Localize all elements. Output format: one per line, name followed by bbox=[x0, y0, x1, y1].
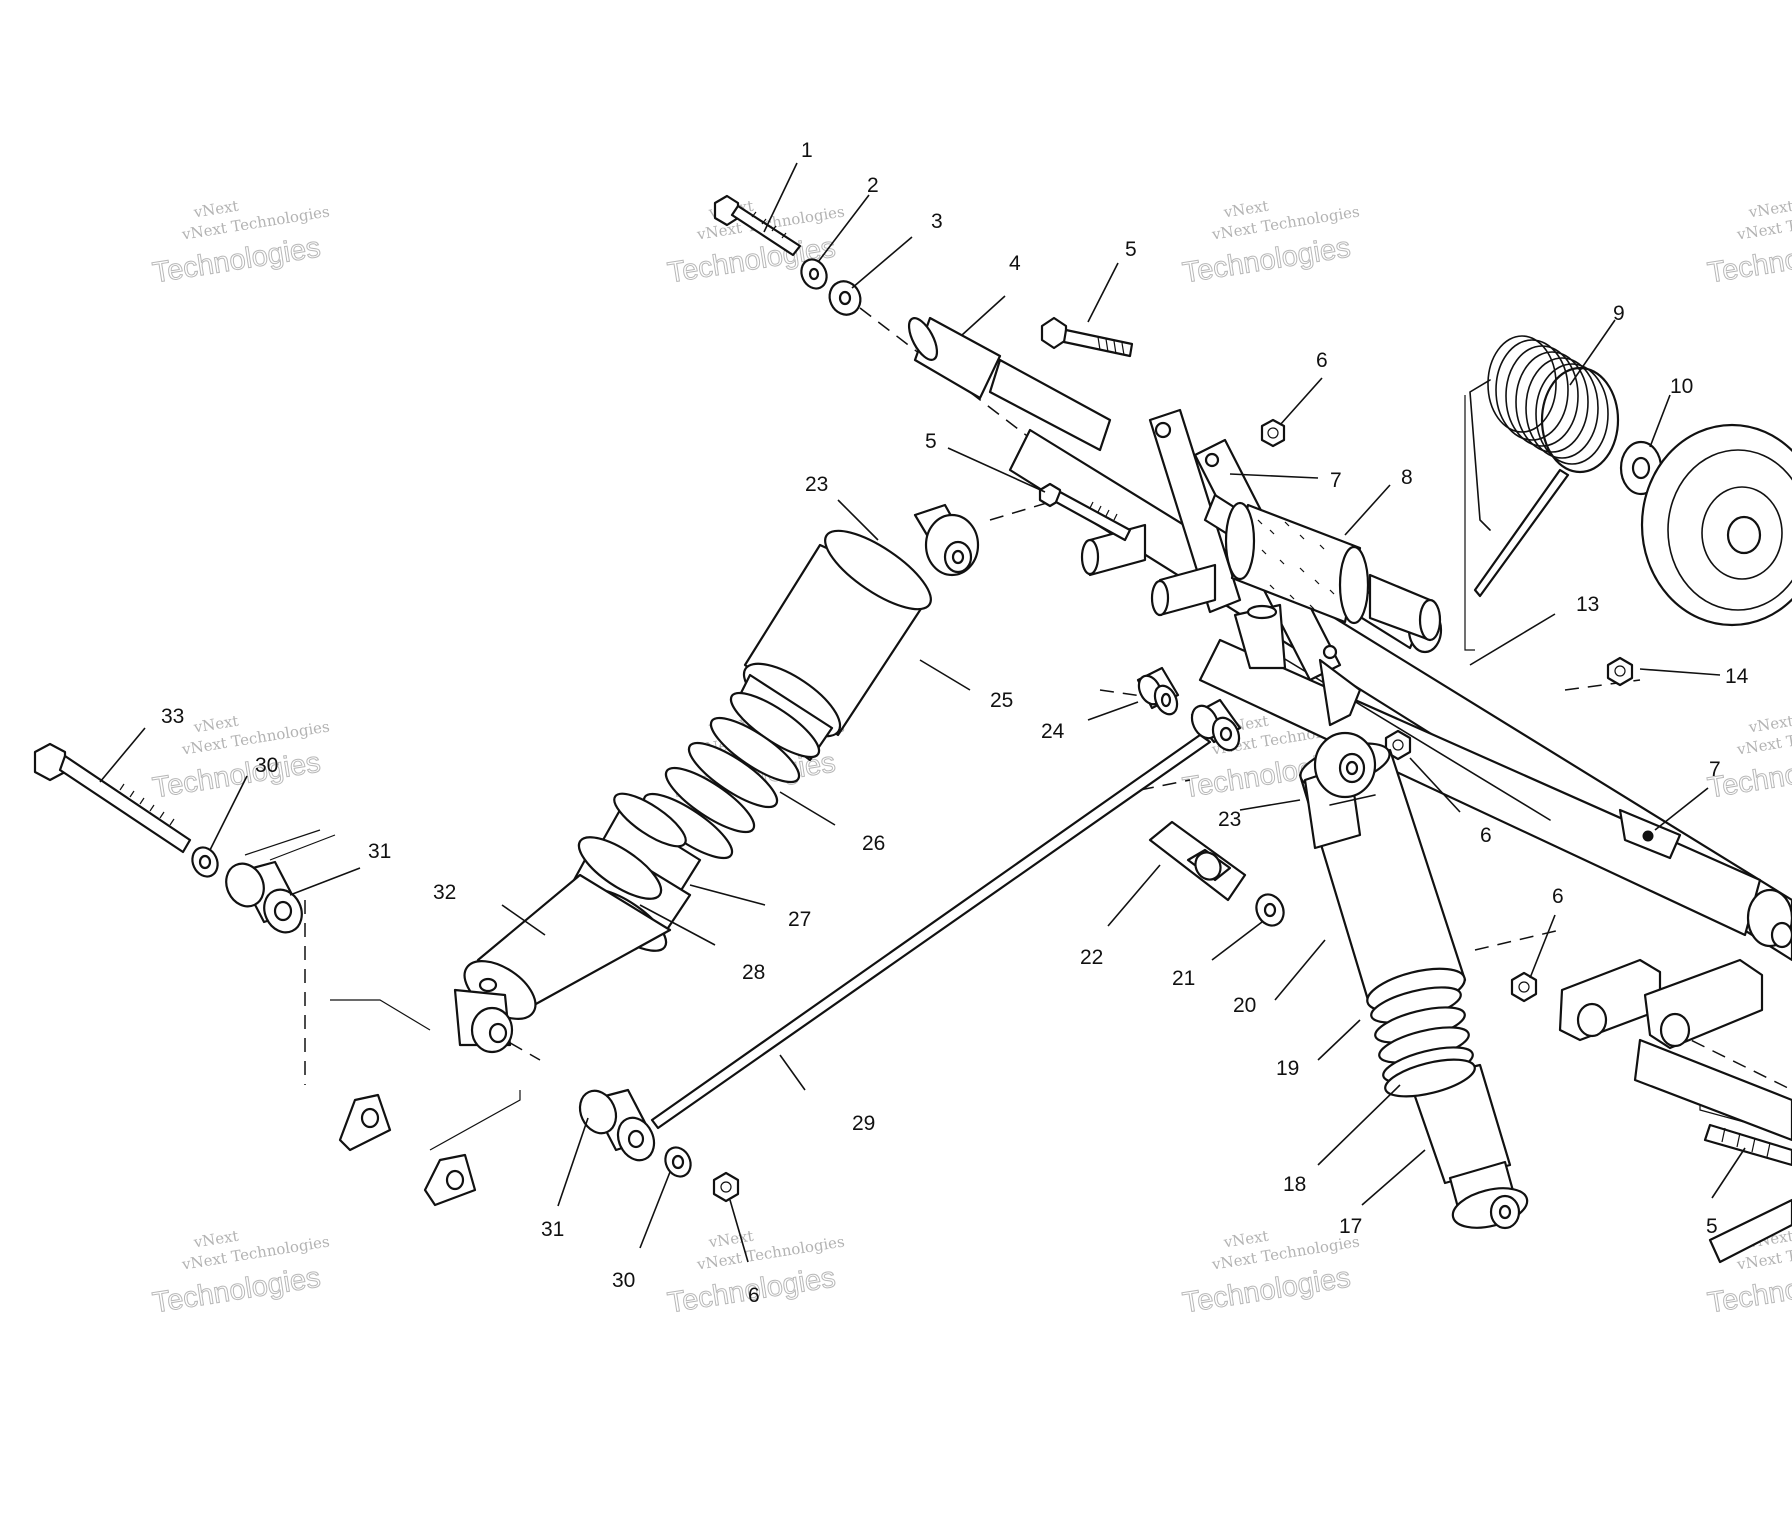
callout-17: 17 bbox=[1339, 1215, 1362, 1238]
bushing-24 bbox=[1136, 666, 1180, 716]
svg-text:Technologies: Technologies bbox=[1180, 231, 1352, 289]
callout-30-right: 30 bbox=[612, 1269, 635, 1292]
callout-7-upper: 7 bbox=[1330, 469, 1342, 492]
callout-5-middle: 5 bbox=[925, 430, 937, 453]
callout-21: 21 bbox=[1172, 967, 1195, 990]
bolt-5-lower-right bbox=[1703, 1123, 1792, 1264]
washer-21 bbox=[1255, 893, 1285, 927]
watermark: vNext vNext Technologies Technologies bbox=[1705, 712, 1792, 805]
callout-31-right: 31 bbox=[541, 1218, 564, 1241]
nut-6-right bbox=[1510, 971, 1538, 1003]
bolt-5-middle bbox=[1038, 482, 1132, 542]
watermark: vNext vNext Technologies Technologies bbox=[150, 197, 331, 290]
callout-24: 24 bbox=[1041, 720, 1065, 743]
callout-26: 26 bbox=[862, 832, 885, 855]
callout-23-front: 23 bbox=[1218, 808, 1241, 831]
bolt-33 bbox=[33, 742, 192, 854]
front-shock bbox=[1298, 731, 1529, 1230]
callout-27: 27 bbox=[788, 908, 811, 931]
rear-shock bbox=[453, 503, 980, 1054]
idler-wheel bbox=[1619, 423, 1792, 627]
callout-2: 2 bbox=[867, 174, 879, 197]
bushing-31-left bbox=[225, 829, 336, 934]
nut-6-upper bbox=[1260, 418, 1286, 448]
callout-6-right: 6 bbox=[1552, 885, 1564, 908]
callout-29: 29 bbox=[852, 1112, 875, 1135]
callout-19: 19 bbox=[1276, 1057, 1299, 1080]
callout-4: 4 bbox=[1009, 252, 1021, 275]
callout-23-rear: 23 bbox=[805, 473, 828, 496]
callout-6-upper: 6 bbox=[1316, 349, 1328, 372]
callout-31-left: 31 bbox=[368, 840, 391, 863]
svg-text:Technologies: Technologies bbox=[1180, 1261, 1352, 1319]
flat-washer-3 bbox=[828, 280, 862, 316]
top-bolt-1 bbox=[713, 194, 802, 257]
washer-30-left bbox=[191, 846, 219, 878]
nut-6-lower bbox=[712, 1171, 740, 1203]
callout-13: 13 bbox=[1576, 593, 1599, 616]
torsion-spring bbox=[1469, 335, 1620, 598]
sleeve-texture bbox=[1257, 519, 1335, 610]
tube-sleeve bbox=[1224, 501, 1442, 642]
lock-washer-2 bbox=[800, 258, 828, 290]
callout-30-left: 30 bbox=[255, 754, 278, 777]
callout-9: 9 bbox=[1613, 302, 1625, 325]
callout-1: 1 bbox=[801, 139, 813, 162]
washer-30-right bbox=[664, 1146, 692, 1178]
rear-link-bracket bbox=[1558, 958, 1792, 1142]
callout-25: 25 bbox=[990, 689, 1013, 712]
callout-33: 33 bbox=[161, 705, 184, 728]
spacer-22 bbox=[1148, 820, 1247, 902]
watermark: vNext vNext Technologies Technologies bbox=[1180, 197, 1361, 290]
callout-6-lower: 6 bbox=[748, 1284, 760, 1307]
bushing-31-right bbox=[578, 1088, 656, 1162]
callout-20: 20 bbox=[1233, 994, 1256, 1017]
rear-shock-spring bbox=[642, 691, 821, 860]
watermark: vNext vNext Technologies Technologies bbox=[150, 1227, 331, 1320]
part-callouts: 1 2 3 4 5 5 5 6 6 6 6 7 7 8 9 10 13 14 1… bbox=[161, 139, 1749, 1307]
bolt-5-upper bbox=[1040, 316, 1134, 358]
callout-8: 8 bbox=[1401, 466, 1413, 489]
callout-10: 10 bbox=[1670, 375, 1693, 398]
svg-text:Technologies: Technologies bbox=[150, 231, 322, 289]
callout-5-upper: 5 bbox=[1125, 238, 1137, 261]
callout-6-mid: 6 bbox=[1480, 824, 1492, 847]
bracket-left-lower bbox=[338, 1093, 477, 1207]
callout-32: 32 bbox=[433, 881, 456, 904]
callout-28: 28 bbox=[742, 961, 765, 984]
svg-text:Technologies: Technologies bbox=[150, 1261, 322, 1319]
callout-7-right: 7 bbox=[1709, 758, 1721, 781]
leader-lines bbox=[99, 162, 1746, 1263]
watermark: vNext vNext Technologies Technologies bbox=[1705, 197, 1792, 290]
callout-5-lower: 5 bbox=[1706, 1215, 1718, 1238]
callout-22: 22 bbox=[1080, 946, 1103, 969]
limiter-rod bbox=[650, 698, 1242, 1130]
callout-14: 14 bbox=[1725, 665, 1749, 688]
callout-3: 3 bbox=[931, 210, 943, 233]
callout-18: 18 bbox=[1283, 1173, 1306, 1196]
nut-14 bbox=[1606, 656, 1634, 687]
